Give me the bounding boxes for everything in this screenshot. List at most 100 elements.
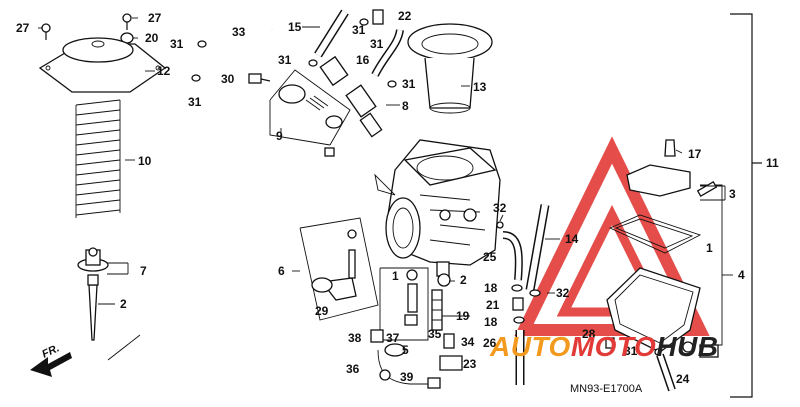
label-14: 14: [565, 232, 579, 246]
front-arrow: [30, 352, 72, 377]
clip-32b: [529, 289, 541, 297]
screw-30: [248, 73, 271, 84]
label-7: 7: [140, 264, 147, 278]
label-9: 9: [276, 129, 283, 143]
label-17: 17: [688, 147, 702, 161]
label-21: 21: [486, 298, 500, 312]
fitting-22: [372, 9, 384, 25]
label-29: 29: [315, 304, 329, 318]
label-13: 13: [473, 80, 487, 94]
needle-holder-7: [77, 247, 109, 272]
label-19: 19: [456, 309, 470, 323]
label-22: 22: [398, 9, 412, 23]
clip-18b: [513, 316, 525, 324]
jet-19: [431, 289, 443, 331]
label-32a: 32: [493, 201, 507, 215]
spring-10: [75, 99, 121, 218]
drain-screw: [682, 341, 719, 358]
label-39: 39: [400, 370, 414, 384]
label-25: 25: [483, 250, 497, 264]
label-31b: 31: [188, 95, 202, 109]
gasket-1: [608, 214, 702, 254]
top-cover-12: [38, 37, 167, 93]
fitting-23: [439, 355, 463, 371]
label-28: 28: [582, 327, 596, 341]
float-bracket: [700, 184, 733, 346]
hose-16: [371, 29, 404, 77]
label-31a: 31: [170, 37, 184, 51]
label-5: 5: [402, 343, 409, 357]
tube-24: [656, 353, 676, 392]
watermark-moto: MOTO: [571, 331, 656, 362]
label-31g: 31: [624, 344, 638, 358]
fitting-34: [443, 333, 455, 349]
assembly-bracket: [730, 13, 762, 398]
label-18a: 18: [484, 281, 498, 295]
label-34: 34: [461, 335, 475, 349]
screw-small: [324, 147, 335, 157]
label-1b: 1: [392, 269, 399, 283]
screw-28: [605, 337, 615, 349]
label-32b: 32: [556, 286, 570, 300]
label-18b: 18: [484, 315, 498, 329]
label-27b: 27: [148, 11, 162, 25]
label-11: 11: [766, 156, 779, 170]
label-12: 12: [157, 64, 171, 78]
jet-needle-2: [87, 274, 99, 341]
bolt-2b: [437, 273, 451, 287]
svg-text:AUTOMOTOHUB: AUTOMOTOHUB: [489, 331, 718, 362]
label-27: 27: [16, 21, 30, 35]
connector-8: [319, 55, 383, 138]
diaphragm-13: [407, 23, 493, 114]
label-24: 24: [676, 372, 690, 386]
tube-25: [502, 231, 523, 281]
float-17: [626, 139, 718, 197]
label-31d: 31: [352, 23, 366, 37]
clip-39: [379, 369, 391, 381]
pump-assembly-9: [269, 69, 351, 146]
label-30: 30: [221, 72, 235, 86]
label-33: 33: [232, 25, 246, 39]
label-2b: 2: [460, 273, 467, 287]
clip-31d: [359, 18, 369, 26]
float-bowl-4: [606, 267, 701, 353]
label-16: 16: [356, 53, 370, 67]
fitting-37: [384, 343, 406, 357]
pointer-line: [107, 334, 141, 361]
choke-assembly-6: [299, 217, 379, 321]
clip-31b: [191, 74, 201, 82]
watermark-hub: HUB: [656, 331, 718, 362]
watermark-text: AUTOMOTOHUB: [489, 331, 718, 362]
screw-27: [41, 23, 51, 40]
clip-31a: [197, 40, 207, 48]
label-23: 23: [463, 357, 477, 371]
label-26: 26: [483, 336, 497, 350]
label-36: 36: [346, 362, 360, 376]
label-15: 15: [288, 20, 302, 34]
watermark-auto: AUTO: [489, 331, 571, 362]
label-2: 2: [120, 297, 127, 311]
tube-14: [525, 204, 550, 291]
plug-38: [370, 329, 384, 343]
clip-31f: [654, 348, 662, 356]
hose-33: [200, 12, 274, 53]
label-1: 1: [706, 241, 713, 255]
jet-group-5: [379, 267, 429, 341]
clip-18a: [511, 284, 523, 292]
label-31c: 31: [278, 53, 292, 67]
label-10: 10: [138, 154, 152, 168]
label-6: 6: [278, 264, 285, 278]
diagram-code: MN93-E1700A: [570, 383, 643, 395]
label-3: 3: [729, 187, 736, 201]
clip-31e: [387, 80, 397, 88]
label-35: 35: [428, 327, 442, 341]
hose-15: [314, 9, 349, 58]
label-38: 38: [348, 331, 362, 345]
clip-32a: [496, 221, 504, 229]
carburetor-body: [374, 139, 501, 277]
label-37: 37: [386, 331, 400, 345]
clip-31c: [308, 59, 318, 67]
label-8: 8: [402, 99, 409, 113]
label-20: 20: [145, 31, 159, 45]
